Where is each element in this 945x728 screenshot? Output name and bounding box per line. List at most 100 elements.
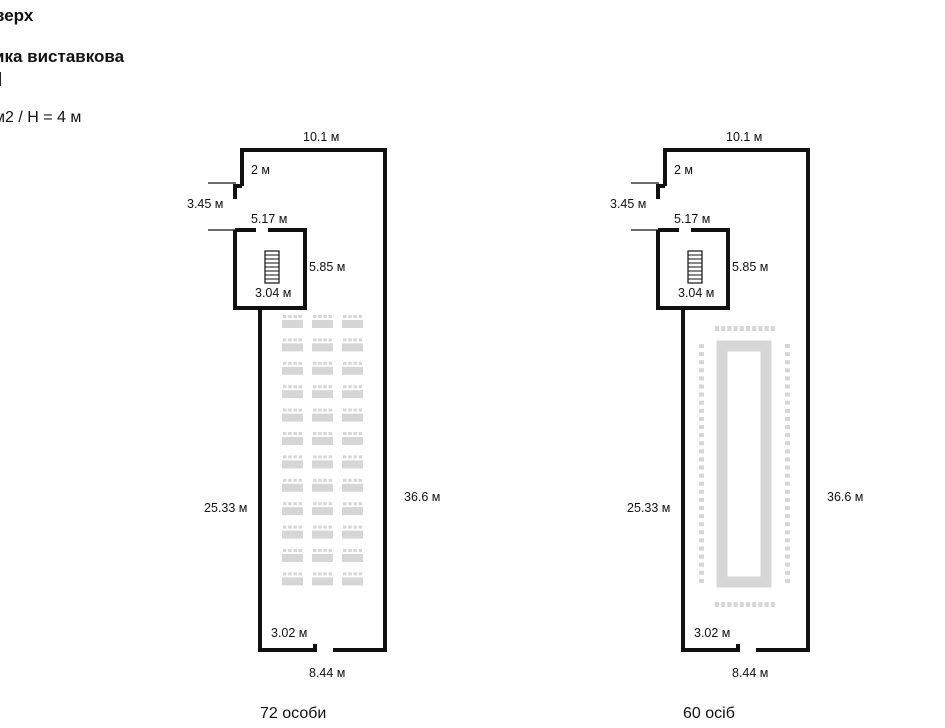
chair xyxy=(293,572,297,576)
header-marker xyxy=(0,72,1,86)
chair xyxy=(699,344,704,348)
chair xyxy=(358,478,363,482)
desk-row xyxy=(342,577,363,586)
area-height-label: м2 / H = 4 м xyxy=(0,109,82,126)
chair xyxy=(318,338,322,342)
chair xyxy=(288,408,292,412)
chair xyxy=(298,549,303,552)
chair xyxy=(348,408,352,412)
dim-bottom-width: 8.44 м xyxy=(309,666,346,680)
dim-left-length: 25.33 м xyxy=(627,501,671,515)
chair xyxy=(293,502,297,506)
chair xyxy=(699,562,704,567)
staircase-icon xyxy=(687,250,703,284)
chair xyxy=(699,376,704,381)
dim-stair-height: 5.85 м xyxy=(309,260,346,274)
dim-stair-height: 5.85 м xyxy=(732,260,769,274)
chair xyxy=(343,361,347,365)
chair xyxy=(348,549,352,552)
dim-bottom-width: 8.44 м xyxy=(732,666,769,680)
chair xyxy=(293,432,297,435)
chair xyxy=(699,352,704,357)
chair xyxy=(323,502,327,506)
chair xyxy=(283,572,287,576)
chair xyxy=(323,338,327,342)
chair xyxy=(343,385,347,389)
desk-row xyxy=(342,366,363,375)
chair xyxy=(358,455,363,459)
chair xyxy=(785,578,790,583)
chair xyxy=(288,432,292,435)
chair xyxy=(785,562,790,567)
chair xyxy=(293,315,297,318)
chair xyxy=(699,392,704,397)
desk-row xyxy=(282,530,303,539)
chair xyxy=(785,352,790,357)
chair xyxy=(358,525,363,529)
chair xyxy=(283,455,287,459)
chair xyxy=(293,455,297,459)
desk-row xyxy=(312,320,333,328)
chair xyxy=(348,361,352,365)
chair xyxy=(785,408,790,413)
chair xyxy=(283,502,287,506)
chair xyxy=(298,385,303,389)
chair xyxy=(343,549,347,552)
chair xyxy=(323,385,327,389)
chair xyxy=(785,465,790,470)
chair xyxy=(752,602,757,607)
chair xyxy=(715,326,719,331)
chair xyxy=(721,326,726,331)
chair xyxy=(785,384,790,389)
desk-row xyxy=(282,483,303,492)
chair xyxy=(293,408,297,412)
chair xyxy=(288,315,292,318)
chair xyxy=(699,449,704,454)
chair xyxy=(699,473,704,478)
chair xyxy=(699,433,704,438)
chair xyxy=(348,478,352,482)
desk-row xyxy=(312,390,333,399)
chair xyxy=(348,315,352,318)
chair xyxy=(785,441,790,446)
chair xyxy=(343,338,347,342)
chair xyxy=(699,522,704,527)
chair xyxy=(353,432,357,435)
chair xyxy=(785,360,790,365)
chair xyxy=(785,344,790,348)
chair xyxy=(283,432,287,435)
chair xyxy=(313,432,317,435)
chair xyxy=(764,602,769,607)
chair xyxy=(785,376,790,381)
chair xyxy=(343,572,347,576)
chair xyxy=(283,478,287,482)
chair xyxy=(288,525,292,529)
chair xyxy=(699,578,704,583)
desk-row xyxy=(342,530,363,539)
chair xyxy=(283,525,287,529)
chair xyxy=(298,525,303,529)
capacity-label: 60 осіб xyxy=(683,705,735,722)
desk-row xyxy=(282,437,303,445)
chair xyxy=(785,546,790,551)
chair xyxy=(328,408,333,412)
desk-row xyxy=(282,343,303,352)
boardroom-chairs xyxy=(699,326,790,607)
chair xyxy=(727,602,732,607)
desk-row xyxy=(312,413,333,422)
chair xyxy=(785,514,790,519)
desk-row xyxy=(282,554,303,562)
chair xyxy=(318,385,322,389)
chair xyxy=(313,549,317,552)
chair xyxy=(298,572,303,576)
desk-row xyxy=(312,460,333,469)
chair xyxy=(343,502,347,506)
chair xyxy=(785,473,790,478)
chair xyxy=(298,315,303,318)
chair xyxy=(318,408,322,412)
chair xyxy=(343,455,347,459)
conference-table xyxy=(716,340,772,588)
chair xyxy=(318,432,322,435)
chair xyxy=(288,338,292,342)
dim-bottom-notch: 3.02 м xyxy=(694,626,731,640)
